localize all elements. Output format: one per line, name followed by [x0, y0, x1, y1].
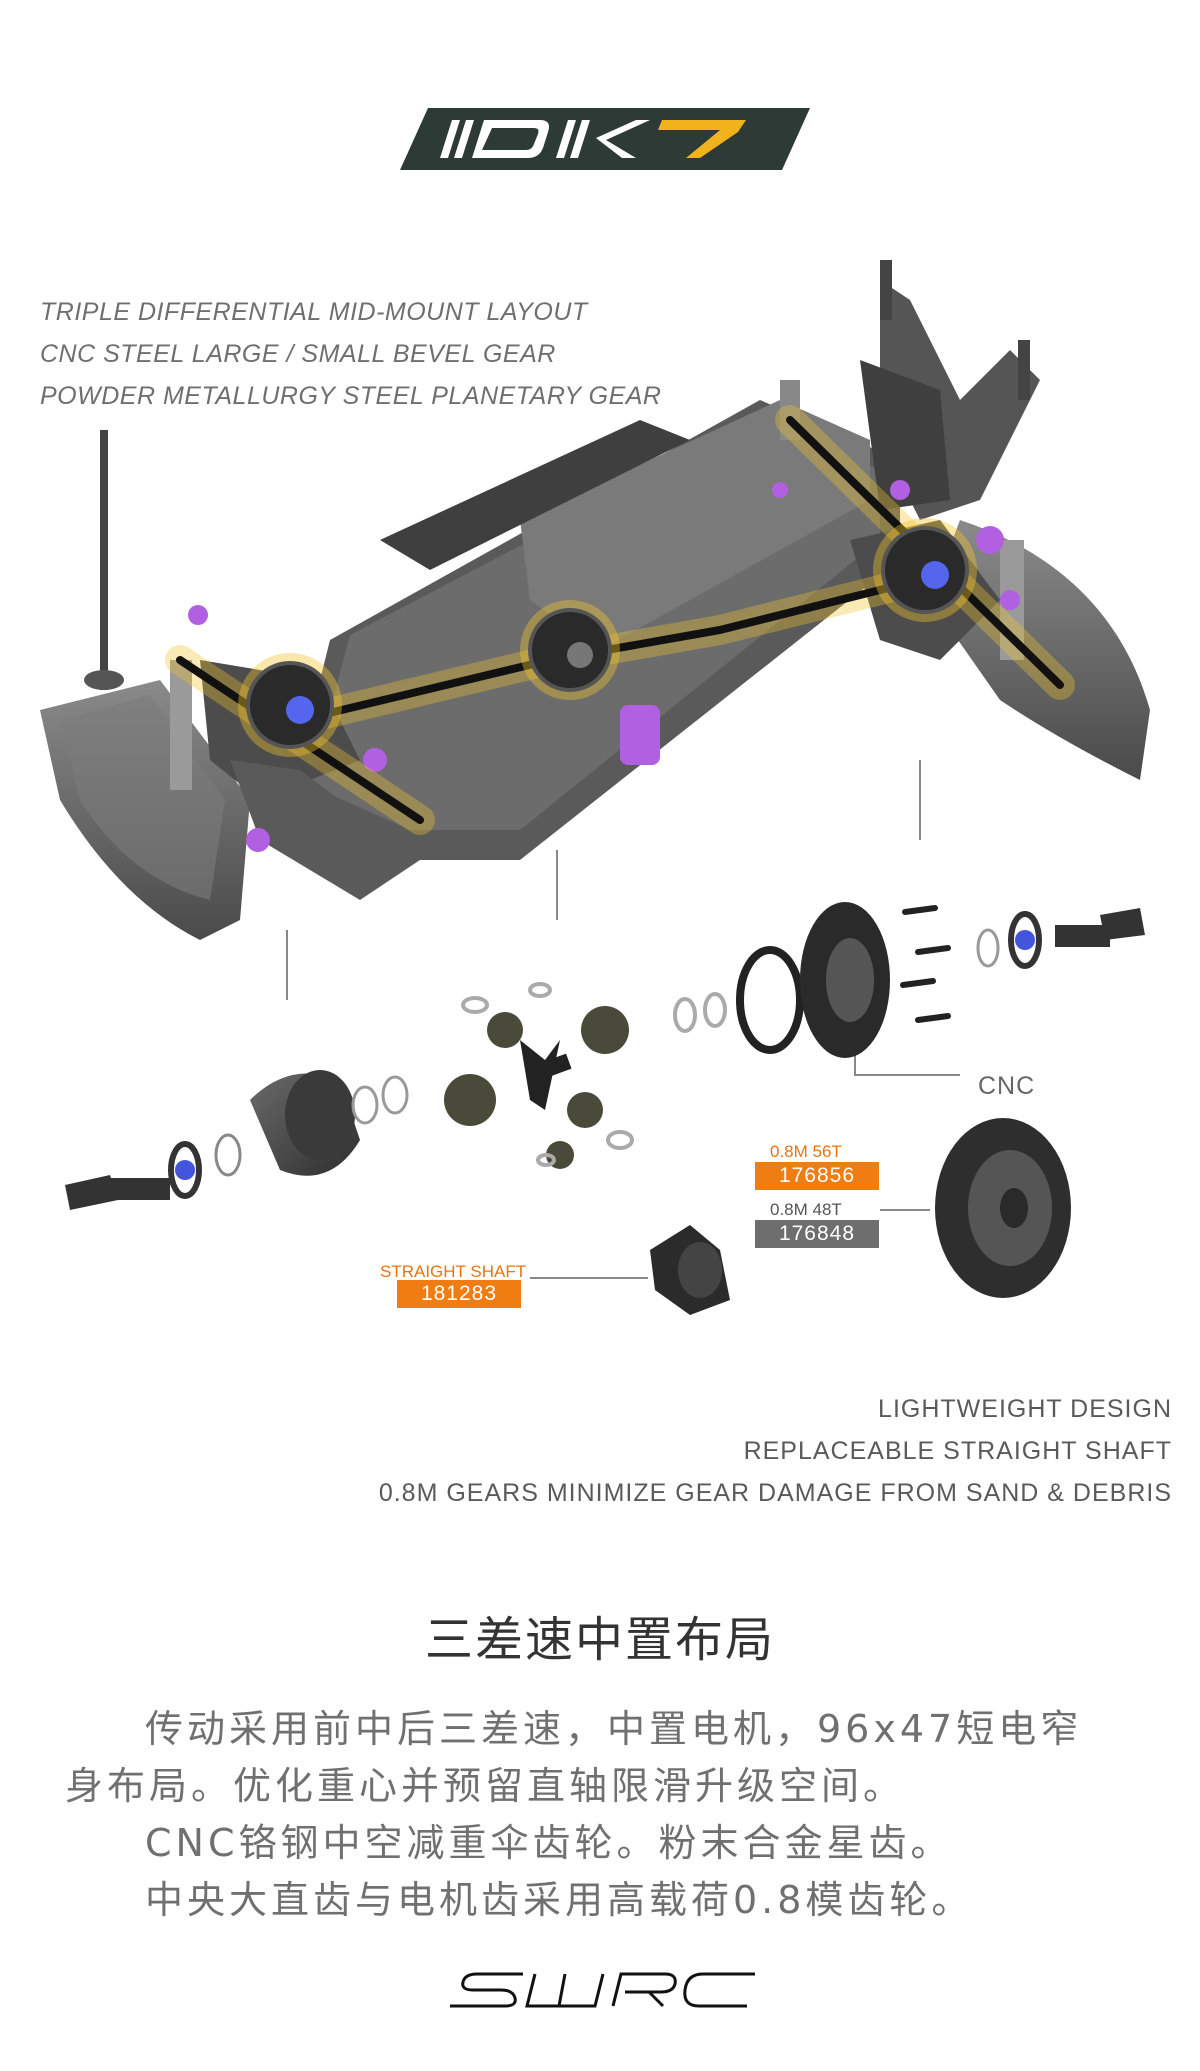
gear48-title: 0.8M 48T: [770, 1200, 842, 1219]
feature-text-4: LIGHTWEIGHT DESIGN: [878, 1395, 1172, 1423]
shaft-part-number: 181283: [397, 1280, 521, 1308]
feature-text-3: POWDER METALLURGY STEEL PLANETARY GEAR: [40, 382, 662, 410]
cn-line-1: 传动采用前中后三差速，中置电机，96x47短电窄: [145, 1707, 1083, 1751]
gear48-part-number: 176848: [755, 1220, 879, 1248]
front-differential: [238, 653, 342, 757]
bevel-ring-gear: [800, 902, 890, 1058]
feature-text-2: CNC STEEL LARGE / SMALL BEVEL GEAR: [40, 340, 556, 368]
cn-title: 三差速中置布局: [424, 1612, 775, 1668]
cn-line-2: 身布局。优化重心并预留直轴限滑升级空间。: [65, 1764, 906, 1808]
spur-gear-56t: [935, 1118, 1071, 1298]
cn-line-4: 中央大直齿与电机齿采用高载荷0.8模齿轮。: [145, 1878, 974, 1922]
feature-text-5: REPLACEABLE STRAIGHT SHAFT: [743, 1437, 1172, 1465]
cnc-label: CNC: [978, 1072, 1036, 1100]
drivetrain-diagram: [40, 260, 1150, 1315]
straight-shaft-part: [650, 1225, 730, 1315]
center-differential: [520, 600, 620, 700]
gear56-title: 0.8M 56T: [770, 1142, 842, 1161]
feature-text-6: 0.8M GEARS MINIMIZE GEAR DAMAGE FROM SAN…: [378, 1479, 1172, 1507]
exploded-parts: [65, 902, 1145, 1315]
gear56-part-number: 176856: [755, 1162, 879, 1190]
shaft-title: STRAIGHT SHAFT: [380, 1262, 527, 1281]
swrc-logo: [450, 1972, 755, 2008]
cn-line-3: CNC铬钢中空减重伞齿轮。粉末合金星齿。: [145, 1821, 953, 1865]
dik7-logo: [400, 108, 810, 170]
feature-text-1: TRIPLE DIFFERENTIAL MID-MOUNT LAYOUT: [40, 298, 588, 326]
rear-differential: [873, 518, 977, 622]
